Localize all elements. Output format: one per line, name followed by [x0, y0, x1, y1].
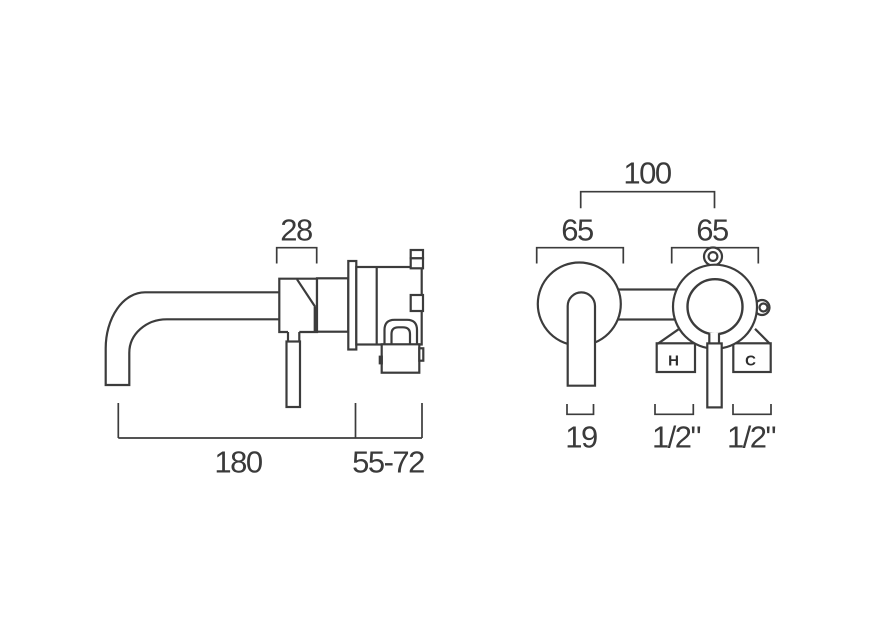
dim-label-spout-width: 19: [565, 419, 598, 455]
dim-bracket-65-right: [670, 246, 760, 264]
handle-edge-diagonal: [296, 278, 317, 308]
hot-inlet-box: [655, 342, 697, 374]
wall-plate: [347, 259, 358, 351]
spout-front: [566, 291, 597, 387]
hot-marker: H: [668, 352, 679, 370]
dim-bracket-28: [275, 246, 318, 264]
dim-label-hole-centres: 100: [623, 155, 672, 191]
dim-label-cold-inlet: 1/2": [726, 419, 777, 455]
cold-inlet-box: [732, 342, 772, 374]
dim-bracket-half-cold: [732, 404, 772, 416]
dim-label-hot-inlet: 1/2": [651, 419, 702, 455]
cold-inlet-brace: [754, 328, 771, 345]
dim-bracket-19: [566, 404, 595, 416]
dim-line-bottom: [117, 403, 423, 439]
inlet-block-notch-left: [378, 355, 383, 365]
mounting-tab-top: [409, 248, 425, 260]
mounting-tab-top2: [409, 257, 425, 270]
dim-bracket-65-left: [535, 246, 625, 264]
lever-rod-front: [706, 342, 723, 409]
front-view-drawing: [535, 190, 772, 416]
mounting-tab-mid: [409, 293, 425, 313]
lever-rod-side: [285, 340, 302, 409]
dim-label-spout-reach: 180: [214, 444, 263, 480]
dim-bracket-half-hot: [654, 404, 695, 416]
dim-label-right-plate: 65: [696, 212, 729, 248]
inlet-block: [380, 343, 421, 374]
hot-inlet-brace: [657, 328, 680, 345]
handle-body-side: [278, 277, 319, 334]
cartridge-housing: [315, 277, 350, 333]
dim-bracket-100: [579, 190, 716, 209]
inlet-clip-inner: [390, 326, 412, 344]
lever-neck-erase: [709, 332, 719, 344]
spout-side: [104, 291, 280, 387]
side-view-drawing: [104, 246, 425, 439]
side-screw-inner: [758, 302, 769, 313]
inlet-clip-outer: [383, 318, 419, 344]
dim-label-left-plate: 65: [561, 212, 594, 248]
cold-marker: C: [745, 352, 756, 370]
trim-ring: [686, 278, 744, 336]
top-screw-inner: [707, 251, 719, 263]
inlet-block-notch-right: [418, 347, 425, 362]
dim-label-handle-width: 28: [280, 212, 313, 248]
dim-label-wall-depth: 55-72: [352, 444, 425, 480]
